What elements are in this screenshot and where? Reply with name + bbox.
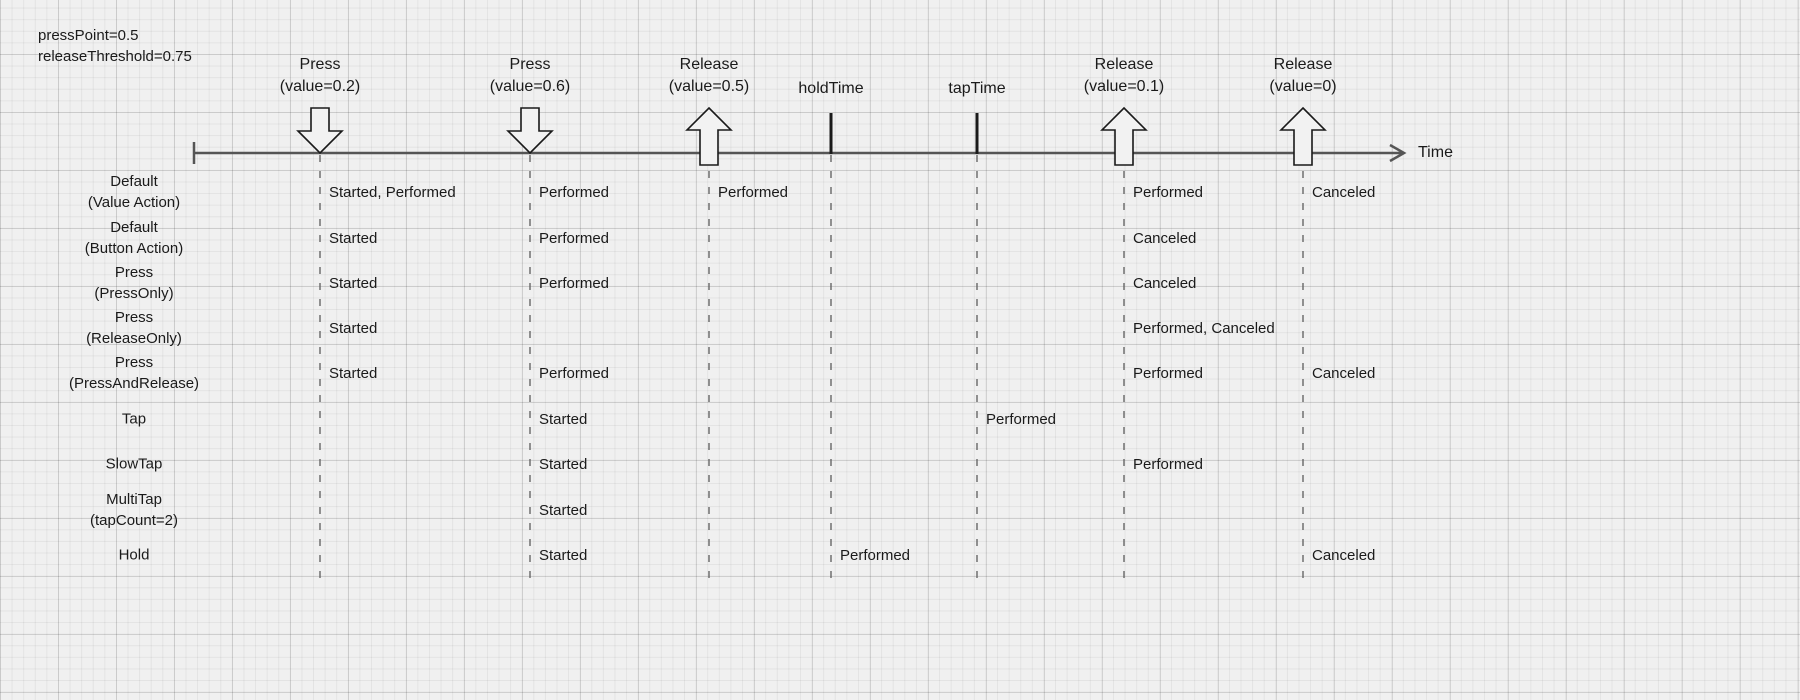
cell-row-press-releaseonly-event-press-02: Started xyxy=(329,320,378,337)
cell-row-tap-event-taptime: Performed xyxy=(986,411,1057,428)
event-label-primary: holdTime xyxy=(798,80,864,97)
event-label-event-press-06: Press (value=0.6) xyxy=(490,54,571,98)
cell-row-slowtap-event-release-01: Performed xyxy=(1133,456,1204,473)
event-label-primary: Release xyxy=(1094,56,1154,73)
row-label-qualifier: (Button Action) xyxy=(84,240,184,257)
label-row-press-pressandrelease: Press (PressAndRelease) xyxy=(69,352,199,394)
event-label-event-release-05: Release (value=0.5) xyxy=(669,54,750,98)
label-row-multitap: MultiTap (tapCount=2) xyxy=(90,489,178,531)
row-label-primary: SlowTap xyxy=(105,455,163,473)
event-label-primary: Press xyxy=(509,56,551,73)
cell-row-default-value-action-event-press-02: Started, Performed xyxy=(329,184,456,201)
row-label-qualifier: (Value Action) xyxy=(87,194,181,211)
cell-row-default-value-action-event-release-0: Canceled xyxy=(1312,184,1376,201)
row-label-primary: Press xyxy=(114,354,154,371)
label-row-tap: Tap xyxy=(122,409,146,430)
event-label-event-holdtime: holdTime xyxy=(798,78,863,100)
cell-row-default-value-action-event-press-06: Performed xyxy=(539,184,610,201)
label-row-slowtap: SlowTap xyxy=(106,454,163,475)
parameter-presspoint: pressPoint=0.5 xyxy=(38,27,139,44)
parameters-note: pressPoint=0.5 releaseThreshold=0.75 xyxy=(38,25,192,67)
cell-row-multitap-event-press-06: Started xyxy=(539,502,588,519)
marker-arrow-down-event-press-02 xyxy=(296,107,344,155)
row-label-primary: Default xyxy=(110,173,158,190)
cell-row-default-value-action-event-release-05: Performed xyxy=(718,184,789,201)
event-label-value: (value=0.2) xyxy=(279,78,361,95)
event-label-event-taptime: tapTime xyxy=(948,78,1005,100)
event-label-value: (value=0) xyxy=(1269,78,1337,95)
row-label-primary: Press xyxy=(114,264,154,281)
marker-arrow-up-event-release-0 xyxy=(1279,106,1327,166)
cell-row-default-value-action-event-release-01: Performed xyxy=(1133,184,1204,201)
time-axis-label: Time xyxy=(1418,144,1453,161)
cell-row-press-pressonly-event-press-06: Performed xyxy=(539,275,610,292)
event-label-value: (value=0.6) xyxy=(489,78,571,95)
event-label-primary: Release xyxy=(1273,56,1333,73)
row-label-primary: Default xyxy=(110,219,158,236)
event-label-primary: tapTime xyxy=(948,80,1006,97)
marker-arrow-down-event-press-06 xyxy=(506,107,554,155)
label-row-hold: Hold xyxy=(119,545,150,566)
cell-row-default-button-action-event-release-01: Canceled xyxy=(1133,230,1197,247)
cell-row-press-releaseonly-event-release-01: Performed, Canceled xyxy=(1133,320,1275,337)
row-label-primary: MultiTap xyxy=(106,491,162,508)
label-row-default-value-action: Default (Value Action) xyxy=(88,171,180,213)
event-label-primary: Release xyxy=(679,56,739,73)
cell-row-press-pressandrelease-event-press-02: Started xyxy=(329,365,378,382)
cell-row-press-pressandrelease-event-release-0: Canceled xyxy=(1312,365,1376,382)
marker-arrow-up-event-release-01 xyxy=(1100,106,1148,166)
row-label-qualifier: (PressOnly) xyxy=(94,285,174,302)
cell-row-tap-event-press-06: Started xyxy=(539,411,588,428)
row-label-qualifier: (tapCount=2) xyxy=(90,512,178,529)
event-label-event-press-02: Press (value=0.2) xyxy=(280,54,361,98)
cell-row-default-button-action-event-press-06: Performed xyxy=(539,230,610,247)
event-label-primary: Press xyxy=(299,56,341,73)
row-label-qualifier: (PressAndRelease) xyxy=(68,375,200,392)
event-label-event-release-0: Release (value=0) xyxy=(1269,54,1336,98)
label-row-press-releaseonly: Press (ReleaseOnly) xyxy=(86,307,182,349)
row-label-primary: Tap xyxy=(121,410,147,428)
cell-row-hold-event-holdtime: Performed xyxy=(840,547,911,564)
event-label-value: (value=0.5) xyxy=(668,78,750,95)
cell-row-press-pressonly-event-release-01: Canceled xyxy=(1133,275,1197,292)
label-row-press-pressonly: Press (PressOnly) xyxy=(94,262,173,304)
row-label-primary: Press xyxy=(114,309,154,326)
cell-row-press-pressandrelease-event-press-06: Performed xyxy=(539,365,610,382)
cell-row-press-pressonly-event-press-02: Started xyxy=(329,275,378,292)
time-axis-arrowhead xyxy=(1389,143,1407,163)
row-label-primary: Hold xyxy=(118,546,150,564)
cell-row-hold-event-press-06: Started xyxy=(539,547,588,564)
parameter-releasethreshold: releaseThreshold=0.75 xyxy=(38,48,192,65)
event-label-value: (value=0.1) xyxy=(1083,78,1165,95)
label-row-default-button-action: Default (Button Action) xyxy=(85,217,183,259)
cell-row-press-pressandrelease-event-release-01: Performed xyxy=(1133,365,1204,382)
marker-arrow-up-event-release-05 xyxy=(685,106,733,166)
cell-row-slowtap-event-press-06: Started xyxy=(539,456,588,473)
row-label-qualifier: (ReleaseOnly) xyxy=(86,330,182,347)
cell-row-hold-event-release-0: Canceled xyxy=(1312,547,1376,564)
event-label-event-release-01: Release (value=0.1) xyxy=(1084,54,1165,98)
cell-row-default-button-action-event-press-02: Started xyxy=(329,230,378,247)
